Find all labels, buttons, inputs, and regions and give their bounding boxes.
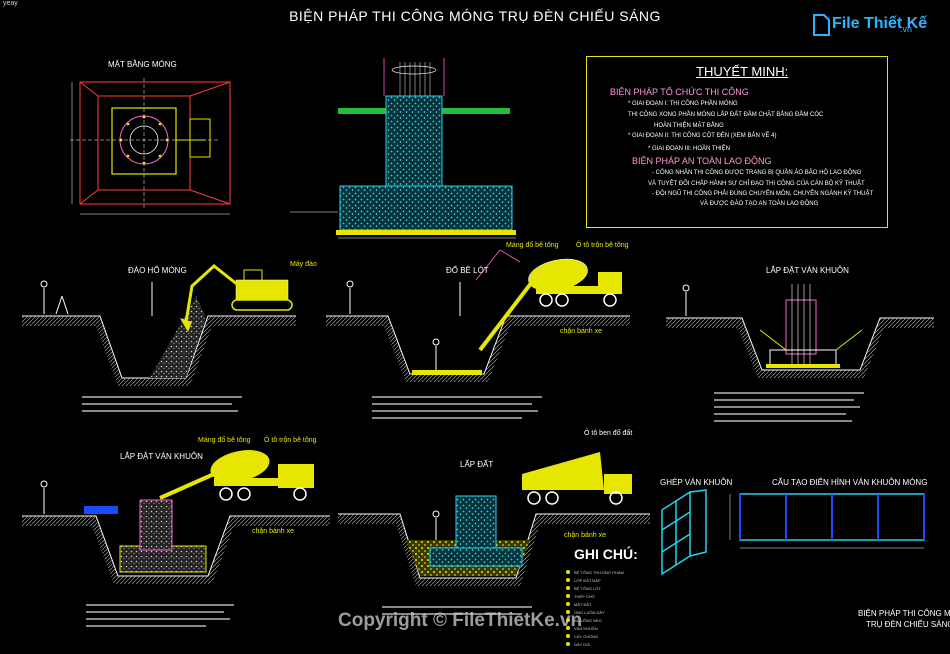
formwork-scene-1 <box>666 284 934 378</box>
copyright-watermark: Copyright © FileThietKe.vn <box>338 610 583 631</box>
label-pump-chute-1: Máng đổ bê tông <box>506 242 559 249</box>
notes-line: HOÀN THIỆN MẶT BẰNG <box>654 123 724 129</box>
notes-section2: BIỆN PHÁP AN TOÀN LAO ĐỘNG <box>632 156 772 166</box>
legend-item: BU LÔNG NEO <box>574 618 602 623</box>
legend-item: CÂY CHỐNG <box>574 634 599 639</box>
formwork-panel <box>661 489 707 576</box>
legend-swatches <box>566 570 570 646</box>
corner-text: yeay <box>3 0 18 7</box>
label-wheel-chock-2: chặn bánh xe <box>252 528 295 535</box>
notes-line: * GIAI ĐOẠN I: THI CÔNG PHẦN MÓNG <box>628 101 738 107</box>
legend-item: BÊ TÔNG THƯƠNG PHẨM <box>574 570 624 575</box>
notes-line: VÀ ĐƯỢC ĐÀO TẠO AN TOÀN LAO ĐỘNG <box>700 201 819 207</box>
notes-legend-heading: GHI CHÚ: <box>574 546 638 562</box>
section-title-plan: MẶT BẰNG MÓNG <box>108 60 177 69</box>
section-title-lean-concrete: ĐỔ BÊ LÓT <box>446 266 489 275</box>
label-wheel-chock-1: chặn bánh xe <box>560 328 603 335</box>
label-pump-chute-2: Máng đổ bê tông <box>198 437 251 444</box>
section-title-formwork-detail: CẤU TẠO ĐIỂN HÌNH VÁN KHUÔN MÓNG <box>772 478 928 487</box>
formwork-scene-2 <box>22 450 330 584</box>
captions <box>82 392 864 627</box>
legend-item: LỚP ĐẤT ĐẮP <box>574 578 601 583</box>
legend-item: MẶT ĐẤT <box>574 602 592 607</box>
bottom-right-title-1: BIỆN PHÁP THI CÔNG MÓNG <box>858 609 950 618</box>
section-title-formwork-2: LẮP ĐẶT VÁN KHUÔN <box>120 452 203 461</box>
label-dump-truck: Ô tô ben đổ đất <box>584 430 633 437</box>
logo-suffix: .vn <box>900 24 913 34</box>
page-title: BIỆN PHÁP THI CÔNG MÓNG TRỤ ĐÈN CHIẾU SÁ… <box>289 8 661 24</box>
label-mixer-truck-1: Ô tô trộn bê tông <box>576 242 629 249</box>
section-title-excavation: ĐÀO HỐ MÓNG <box>128 266 187 275</box>
formwork-detail <box>729 493 925 549</box>
file-icon <box>813 14 830 36</box>
label-wheel-chock-3: chặn bánh xe <box>564 532 607 539</box>
notes-line: - CÔNG NHÂN THI CÔNG ĐƯỢC TRANG BỊ QUẦN … <box>652 170 862 176</box>
label-excavator: Máy đào <box>290 261 317 268</box>
notes-line: * GIAI ĐOẠN II: THI CÔNG CỘT ĐÈN (XEM BẢ… <box>628 133 777 139</box>
notes-section1: BIỆN PHÁP TỔ CHỨC THI CÔNG <box>610 87 749 97</box>
notes-heading: THUYẾT MINH: <box>696 64 789 79</box>
legend-item: BÊ TÔNG LÓT <box>574 586 601 591</box>
section-title-formwork-1: LẮP ĐẶT VÁN KHUÔN <box>766 266 849 275</box>
section-title-backfill: LẤP ĐẤT <box>460 460 494 469</box>
notes-line: - ĐỘI NGŨ THI CÔNG PHẢI ĐÚNG CHUYÊN MÔN,… <box>652 191 874 197</box>
excavation-scene <box>22 264 296 386</box>
notes-box <box>586 56 888 228</box>
legend-item: DÂY DỌI <box>574 642 591 647</box>
logo-text: File Thiết Kế <box>832 15 928 32</box>
legend-item: THÉP CHỜ <box>574 594 595 599</box>
bottom-right-title-2: TRỤ ĐÈN CHIẾU SÁNG <box>866 620 950 629</box>
label-mixer-truck-2: Ô tô trộn bê tông <box>264 437 317 444</box>
notes-line: * GIAI ĐOẠN III: HOÀN THIỆN <box>648 146 730 152</box>
backfill-scene <box>338 452 650 586</box>
notes-line: THI CÔNG XONG PHẦN MÓNG LẤP ĐẤT ĐẦM CHẶT… <box>628 112 824 118</box>
notes-line: VÀ TUYỆT ĐỐI CHẤP HÀNH SỰ CHỈ ĐẠO THI CÔ… <box>648 181 865 187</box>
foundation-elevation <box>290 58 516 239</box>
lean-concrete-scene <box>326 249 630 382</box>
legend-item: ỐNG LUỒN DÂY <box>574 610 605 615</box>
legend-item: VÁN KHUÔN <box>574 626 598 631</box>
section-title-formwork-panel: GHÉP VÁN KHUÔN <box>660 478 733 487</box>
plan-view <box>70 78 231 215</box>
